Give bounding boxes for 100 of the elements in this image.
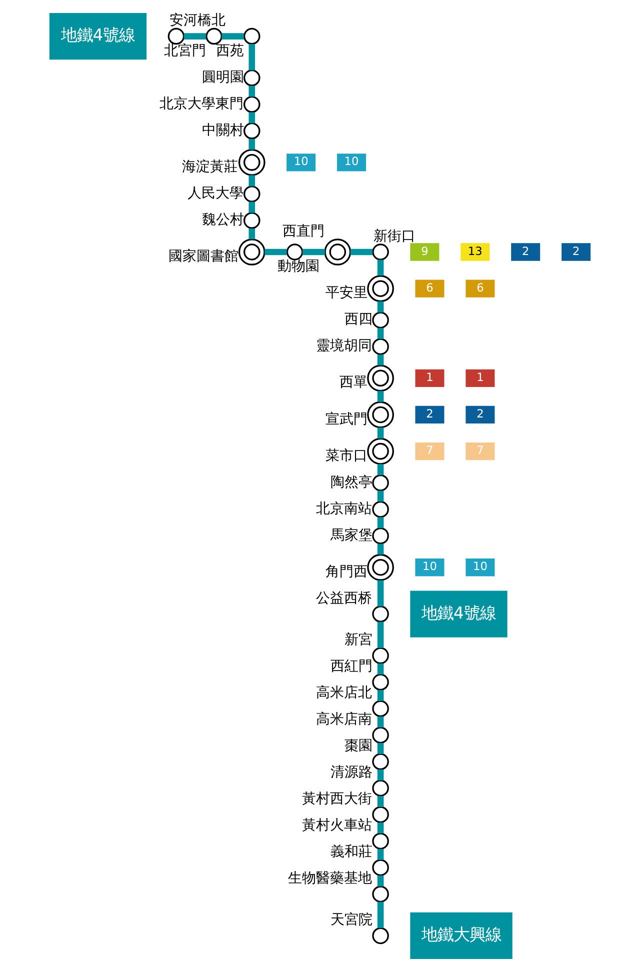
node-label: 平安里 bbox=[324, 285, 367, 302]
label: 7 bbox=[476, 443, 484, 458]
connector bbox=[376, 354, 384, 366]
label: 10 bbox=[422, 559, 436, 574]
node-circle bbox=[366, 275, 394, 302]
connector bbox=[376, 769, 384, 780]
node-label: 安河橋北 bbox=[169, 12, 226, 29]
node-circle bbox=[372, 700, 388, 718]
label: 10 bbox=[293, 154, 308, 168]
node-label: 義和莊 bbox=[330, 844, 372, 860]
label: 2 bbox=[426, 406, 433, 420]
node-circle bbox=[372, 674, 388, 691]
node-label: 宣武門 bbox=[324, 411, 367, 428]
node-circle bbox=[372, 312, 388, 328]
connector bbox=[376, 301, 384, 312]
node-label: 魏公村 bbox=[201, 212, 244, 228]
node-circle bbox=[238, 149, 265, 176]
node-label: 新宮 bbox=[344, 632, 372, 648]
node-circle bbox=[243, 28, 260, 45]
node-label: 高米店北 bbox=[315, 685, 372, 702]
node-label: 新街口 bbox=[372, 228, 415, 244]
node-circle bbox=[372, 832, 388, 850]
node-label: 北京南站 bbox=[315, 500, 372, 517]
node-circle bbox=[324, 238, 351, 266]
label: 10 bbox=[472, 559, 487, 574]
node-circle bbox=[243, 186, 260, 202]
node-circle bbox=[372, 500, 388, 518]
connector bbox=[376, 580, 384, 606]
node-label: 黃村火車站 bbox=[302, 818, 372, 834]
node-circle bbox=[366, 401, 394, 428]
node-circle bbox=[366, 438, 394, 465]
node-circle bbox=[372, 886, 388, 902]
node-label: 生物醫藥基地 bbox=[288, 870, 372, 886]
node-circle bbox=[243, 70, 260, 86]
node-label: 動物園 bbox=[277, 258, 320, 275]
node-label: 高米店南 bbox=[315, 712, 372, 728]
node-circle bbox=[372, 527, 388, 544]
connector bbox=[376, 390, 384, 402]
connector bbox=[376, 260, 384, 276]
node-label: 西單 bbox=[338, 374, 367, 391]
connector bbox=[376, 490, 384, 502]
node-label: 天宮院 bbox=[330, 912, 372, 928]
node-label: 公益西桥 bbox=[315, 590, 372, 606]
connector bbox=[376, 517, 384, 528]
connector bbox=[248, 175, 255, 186]
node-circle bbox=[366, 554, 394, 581]
node-circle bbox=[372, 806, 388, 823]
connector bbox=[376, 875, 384, 886]
connector bbox=[376, 716, 384, 728]
connector bbox=[264, 248, 286, 256]
node-label: 西苑 bbox=[215, 42, 244, 59]
node-circle bbox=[372, 726, 388, 744]
label: 2 bbox=[476, 406, 484, 420]
node-circle bbox=[372, 474, 388, 492]
connector bbox=[376, 328, 384, 339]
node-label: 國家圖書館 bbox=[168, 248, 238, 265]
connector bbox=[248, 44, 255, 70]
node-circle bbox=[372, 606, 388, 622]
node-label: 棗園 bbox=[344, 738, 372, 754]
node-label: 靈境胡同 bbox=[315, 338, 372, 354]
connector bbox=[376, 796, 384, 807]
node-label: 陶然亭 bbox=[330, 474, 372, 490]
label: 9 bbox=[420, 244, 428, 258]
connector bbox=[376, 622, 384, 648]
node-label: 圓明園 bbox=[201, 69, 244, 86]
label: 6 bbox=[476, 280, 484, 294]
node-circle bbox=[366, 364, 394, 392]
node-label: 北京大學東門 bbox=[158, 96, 243, 112]
node-label: 馬家堡 bbox=[330, 527, 372, 544]
node-circle bbox=[372, 859, 388, 876]
label: 2 bbox=[522, 244, 529, 258]
connector bbox=[376, 663, 384, 675]
node-circle bbox=[372, 647, 388, 664]
label: 7 bbox=[426, 443, 433, 458]
node-box: 地鐵4號線 bbox=[48, 12, 146, 60]
connector bbox=[376, 822, 384, 834]
node-label: 西直門 bbox=[282, 223, 324, 240]
connector bbox=[248, 202, 255, 213]
label: 2 bbox=[572, 244, 580, 258]
node-circle bbox=[372, 338, 388, 355]
connector bbox=[376, 544, 384, 555]
node-box: 地鐵4號線 bbox=[410, 590, 507, 638]
connector bbox=[248, 228, 255, 240]
node-label: 西四 bbox=[344, 312, 372, 328]
connector bbox=[376, 848, 384, 860]
node-label: 海淀黃莊 bbox=[182, 159, 238, 176]
node-circle bbox=[372, 753, 388, 770]
node-label: 西紅門 bbox=[330, 658, 372, 675]
label: 1 bbox=[426, 370, 433, 384]
connector bbox=[376, 690, 384, 702]
node-box: 地鐵大興線 bbox=[410, 912, 512, 960]
label: 1 bbox=[476, 370, 484, 384]
node-circle bbox=[167, 28, 184, 45]
node-circle bbox=[372, 780, 388, 797]
node-circle bbox=[243, 212, 260, 229]
node-label: 角門西 bbox=[324, 564, 367, 580]
label: 10 bbox=[344, 154, 358, 168]
connector bbox=[376, 902, 384, 928]
connector bbox=[221, 33, 244, 40]
connector bbox=[302, 248, 325, 256]
